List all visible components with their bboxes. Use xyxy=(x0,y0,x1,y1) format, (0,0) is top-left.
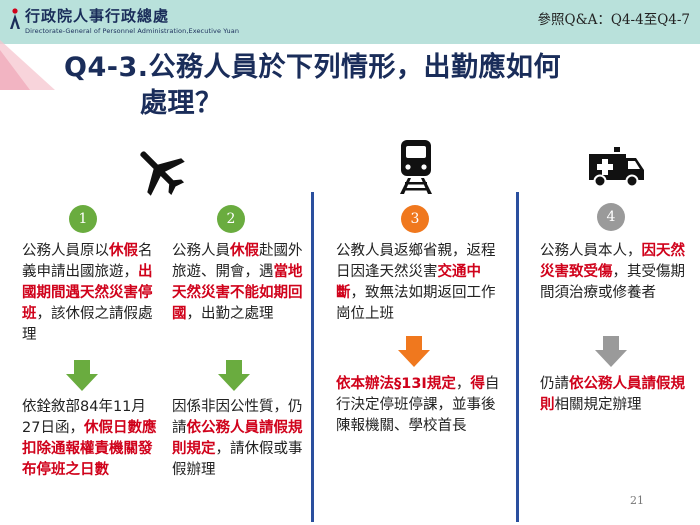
agency-name-english: Directorate-General of Personnel Adminis… xyxy=(25,27,240,35)
header-band xyxy=(0,0,700,44)
case-3-handling: 依本辦法§13Ⅰ規定，得自行決定停班停課，並事後陳報機關、學校首長 xyxy=(336,374,508,437)
reference-note: 參照Q&A：Q4-4至Q4-7 xyxy=(537,12,690,28)
handling-text: 仍請 xyxy=(540,376,569,392)
situation-text: ，其受傷期間須治療或修養者 xyxy=(540,264,685,301)
case-1-situation: 公務人員原以休假名義申請出國旅遊，出國期間遇天然災害停班，該休假之請假處理 xyxy=(22,241,162,346)
case-number-badge: 2 xyxy=(217,205,245,233)
handling-text: 自行決定停班停課，並事後陳報機關、學校首長 xyxy=(336,376,500,434)
case-2-handling: 因係非因公性質，仍請依公務人員請假規則規定，請休假或事假辦理 xyxy=(172,397,307,481)
situation-highlight: 出國期間遇天然災害停班 xyxy=(22,264,153,322)
airplane-icon xyxy=(140,151,185,196)
situation-text: 公務人員原以 xyxy=(22,243,109,259)
case-number-badge: 4 xyxy=(597,203,625,231)
handling-text: 因係非因公性質，仍請 xyxy=(172,399,303,436)
agency-name: 行政院人事行政總處 xyxy=(25,7,170,25)
situation-text: 公教人員返鄉省親，返程日因逢天然災害 xyxy=(336,243,496,280)
handling-text: 依銓敘部84年11月27日函， xyxy=(22,399,146,436)
handling-text: ， xyxy=(455,376,471,392)
agency-logo: 行政院人事行政總處 Directorate-General of Personn… xyxy=(8,6,239,35)
train-icon xyxy=(400,140,432,194)
down-arrow-icon xyxy=(218,360,250,391)
situation-highlight: 休假 xyxy=(230,243,259,259)
slide-title-line1: Q4-3.公務人員於下列情形，出勤應如何 xyxy=(64,52,561,83)
situation-highlight: 當地天然災害不能如期回國 xyxy=(172,264,303,322)
ambulance-icon xyxy=(589,147,644,188)
handling-highlight: 依公務人員請假規則規定 xyxy=(172,420,303,457)
case-2-situation: 公務人員休假赴國外旅遊、開會，遇當地天然災害不能如期回國，出勤之處理 xyxy=(172,241,307,325)
down-arrow-icon xyxy=(66,360,98,391)
page-number: 21 xyxy=(630,494,644,507)
situation-text: ，出勤之處理 xyxy=(186,306,274,322)
situation-highlight: 交通中斷 xyxy=(336,264,481,301)
case-1-handling: 依銓敘部84年11月27日函，休假日數應扣除通報權責機關發布停班之日數 xyxy=(22,397,162,481)
case-number-badge: 1 xyxy=(69,205,97,233)
situation-highlight: 休假 xyxy=(109,243,138,259)
situation-text: 赴國外旅遊、開會，遇 xyxy=(172,243,303,280)
situation-highlight: 因天然災害致受傷 xyxy=(540,243,685,280)
agency-logo-mark-icon xyxy=(10,8,20,29)
case-3-situation: 公教人員返鄉省親，返程日因逢天然災害交通中斷，致無法如期返回工作崗位上班 xyxy=(336,241,506,325)
slide-title-line2: 處理？ xyxy=(140,88,223,119)
down-arrow-icon xyxy=(398,336,430,367)
situation-text: ，致無法如期返回工作崗位上班 xyxy=(336,285,496,322)
slide-title: Q4-3.公務人員於下列情形，出勤應如何 處理？ xyxy=(64,50,684,122)
handling-text: ，請休假或事假辦理 xyxy=(172,441,303,478)
situation-text: ，該休假之請假處理 xyxy=(22,306,153,343)
down-arrow-icon xyxy=(595,336,627,367)
handling-text: 相關規定辦理 xyxy=(554,397,642,413)
situation-text: 公務人員本人， xyxy=(540,243,642,259)
case-4-situation: 公務人員本人，因天然災害致受傷，其受傷期間須治療或修養者 xyxy=(540,241,685,304)
handling-highlight: 依公務人員請假規則 xyxy=(540,376,685,413)
column-divider xyxy=(311,192,314,522)
case-4-handling: 仍請依公務人員請假規則相關規定辦理 xyxy=(540,374,685,416)
corner-decoration xyxy=(0,40,55,90)
situation-text: 公務人員 xyxy=(172,243,230,259)
handling-highlight: 休假日數應扣除通報權責機關發布停班之日數 xyxy=(22,420,157,478)
case-number-badge: 3 xyxy=(401,205,429,233)
situation-text: 名義申請出國旅遊， xyxy=(22,243,153,280)
column-divider xyxy=(516,192,519,522)
handling-highlight: 依本辦法§13Ⅰ規定 xyxy=(336,376,456,392)
handling-highlight: 得 xyxy=(470,376,485,392)
